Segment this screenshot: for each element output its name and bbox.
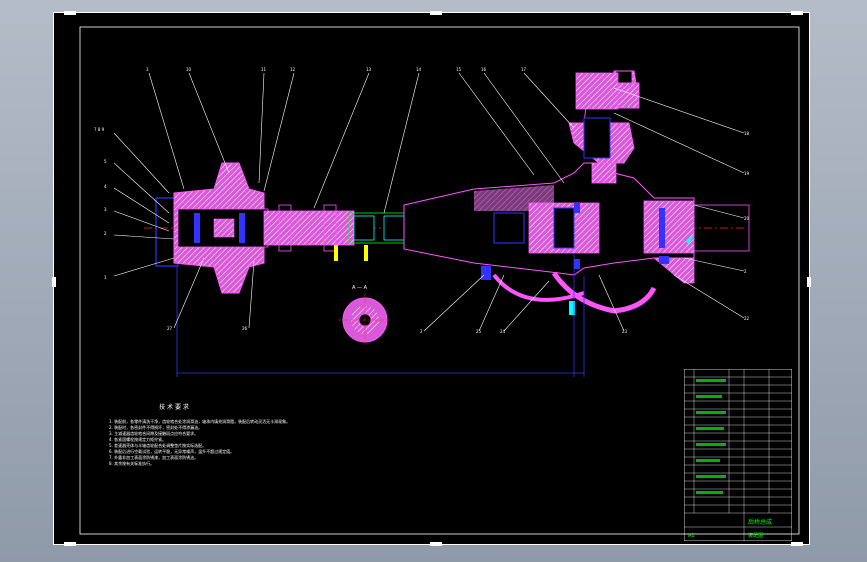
- svg-text:3: 3: [104, 207, 107, 212]
- svg-text:11: 11: [261, 67, 267, 72]
- section-view-aa: [338, 293, 392, 347]
- frame-tick-top: [430, 11, 442, 15]
- svg-text:2: 2: [744, 269, 747, 274]
- title-block: 后桥总成 装配图 A1: [684, 369, 792, 541]
- technical-notes: 技 术 要 求 1. 装配前，各零件清洗干净，齿轮啮合处涂润滑油，轴承内填充润滑…: [109, 405, 509, 467]
- svg-text:15: 15: [456, 67, 462, 72]
- technical-notes-title: 技 术 要 求: [159, 404, 189, 411]
- frame-tick-left: [52, 277, 56, 287]
- svg-text:25: 25: [476, 329, 482, 334]
- svg-text:14: 14: [416, 67, 422, 72]
- top-gear-assembly: [568, 70, 640, 184]
- svg-text:13: 13: [366, 67, 372, 72]
- frame-tick-bottom: [64, 542, 76, 546]
- frame-tick-bottom: [791, 542, 803, 546]
- svg-text:5: 5: [104, 159, 107, 164]
- drawing-sheet: A — A: [52, 11, 811, 546]
- svg-text:3: 3: [146, 67, 149, 72]
- note-line: 1. 装配前，各零件清洗干净，齿轮啮合处涂润滑油，轴承内填充润滑脂，装配后转动灵…: [109, 419, 291, 424]
- propeller-shaft: [263, 204, 410, 261]
- svg-text:16: 16: [481, 67, 487, 72]
- svg-text:10: 10: [186, 67, 192, 72]
- svg-text:7 8 9: 7 8 9: [94, 127, 105, 132]
- assembly-drawing: A — A: [79, 26, 800, 535]
- svg-text:23: 23: [622, 329, 628, 334]
- axle-housing: [403, 162, 750, 276]
- frame-tick-bottom: [430, 542, 442, 546]
- svg-text:2: 2: [104, 231, 107, 236]
- svg-text:27: 27: [167, 326, 173, 331]
- note-line: 8. 其余按有关标准执行。: [109, 461, 155, 466]
- svg-text:1: 1: [104, 275, 107, 280]
- note-line: 5. 差速器壳体与半轴齿轮配合处调整垫片按实际选配。: [109, 443, 207, 448]
- frame-tick-top: [791, 11, 803, 15]
- section-label: A — A: [352, 285, 368, 291]
- drawing-number: 装配图: [748, 532, 763, 539]
- inner-border: [79, 26, 800, 535]
- drawing-title: 后桥总成: [748, 518, 772, 526]
- sheet-code: A1: [688, 533, 695, 539]
- note-line: 7. 外露非加工表面涂防锈漆，加工表面涂防锈油。: [109, 455, 199, 460]
- frame-tick-right: [807, 277, 811, 287]
- frame-tick-top: [64, 11, 76, 15]
- note-line: 4. 各紧固螺栓按规定力矩拧紧。: [109, 437, 167, 442]
- lower-arc-housing: [551, 271, 657, 314]
- svg-text:4: 4: [104, 184, 107, 189]
- svg-text:22: 22: [744, 316, 750, 321]
- note-line: 6. 装配后进行空载试验，运转平稳，无异常噪声，温升不超过规定值。: [109, 449, 235, 454]
- leader-lines: [113, 72, 745, 332]
- svg-text:2: 2: [420, 329, 423, 334]
- svg-text:26: 26: [242, 326, 248, 331]
- svg-text:19: 19: [744, 171, 750, 176]
- svg-text:12: 12: [290, 67, 296, 72]
- svg-text:24: 24: [500, 329, 506, 334]
- svg-text:20: 20: [744, 216, 750, 221]
- svg-text:17: 17: [521, 67, 527, 72]
- note-line: 3. 主减速器齿轮啮合间隙及接触斑点应符合要求。: [109, 431, 199, 436]
- svg-text:18: 18: [744, 131, 750, 136]
- note-line: 2. 装配时，各密封件不得损坏，密封处不得渗漏油。: [109, 425, 203, 430]
